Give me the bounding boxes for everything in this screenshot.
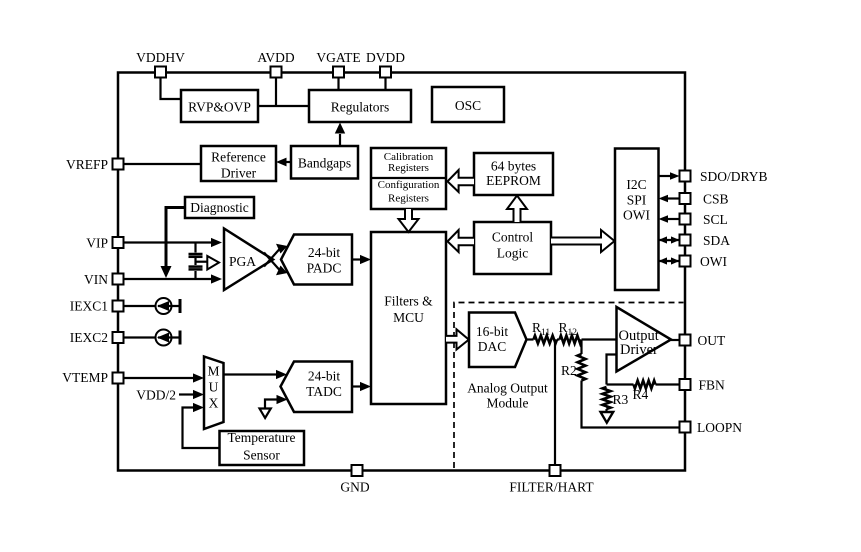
svg-text:Registers: Registers xyxy=(388,193,429,205)
svg-text:Reference: Reference xyxy=(211,150,266,165)
svg-text:SCL: SCL xyxy=(703,212,728,227)
svg-text:VIP: VIP xyxy=(86,236,108,251)
svg-text:OSC: OSC xyxy=(455,98,481,113)
svg-text:OWI: OWI xyxy=(623,208,650,223)
svg-text:24-bit: 24-bit xyxy=(308,245,340,260)
svg-text:R3: R3 xyxy=(613,392,629,407)
svg-text:RVP&OVP: RVP&OVP xyxy=(188,100,251,115)
svg-text:SPI: SPI xyxy=(627,193,647,208)
svg-text:SDA: SDA xyxy=(703,233,730,248)
svg-text:IEXC2: IEXC2 xyxy=(70,330,108,345)
svg-text:TADC: TADC xyxy=(306,384,342,399)
svg-text:SDO/DRYB: SDO/DRYB xyxy=(700,169,768,184)
svg-text:VIN: VIN xyxy=(84,272,108,287)
svg-text:IEXC1: IEXC1 xyxy=(70,299,108,314)
svg-text:DAC: DAC xyxy=(478,339,507,354)
svg-text:U: U xyxy=(209,380,219,395)
svg-text:Module: Module xyxy=(487,396,529,411)
svg-text:R4: R4 xyxy=(633,387,649,402)
svg-text:Analog Output: Analog Output xyxy=(467,381,548,396)
svg-text:PADC: PADC xyxy=(307,261,342,276)
svg-text:VDDHV: VDDHV xyxy=(136,50,185,65)
svg-text:LOOPN: LOOPN xyxy=(697,420,742,435)
svg-text:Filters &: Filters & xyxy=(384,294,433,309)
svg-text:GND: GND xyxy=(340,480,369,495)
svg-text:Output: Output xyxy=(619,328,659,344)
svg-text:EEPROM: EEPROM xyxy=(486,173,541,188)
svg-text:Bandgaps: Bandgaps xyxy=(298,156,351,171)
svg-text:VREFP: VREFP xyxy=(66,157,108,172)
svg-text:PGA: PGA xyxy=(229,254,256,269)
svg-text:64 bytes: 64 bytes xyxy=(491,159,536,174)
svg-text:OWI: OWI xyxy=(700,254,727,269)
svg-text:OUT: OUT xyxy=(698,333,726,348)
svg-text:Driver: Driver xyxy=(221,166,257,181)
svg-text:Sensor: Sensor xyxy=(243,448,280,463)
svg-text:X: X xyxy=(209,396,219,411)
svg-text:Configuration: Configuration xyxy=(378,179,440,191)
svg-text:Calibration: Calibration xyxy=(384,151,434,163)
svg-text:AVDD: AVDD xyxy=(257,50,295,65)
svg-text:Registers: Registers xyxy=(388,162,429,174)
svg-text:Control: Control xyxy=(492,230,534,245)
svg-text:MCU: MCU xyxy=(393,310,424,325)
svg-text:M: M xyxy=(207,364,219,379)
svg-text:I2C: I2C xyxy=(626,177,646,192)
svg-text:VGATE: VGATE xyxy=(316,50,360,65)
svg-text:VTEMP: VTEMP xyxy=(62,370,108,385)
svg-text:CSB: CSB xyxy=(703,192,729,207)
svg-text:Temperature: Temperature xyxy=(227,430,295,445)
svg-text:VDD/2: VDD/2 xyxy=(136,388,176,403)
svg-text:FILTER/HART: FILTER/HART xyxy=(509,480,594,495)
svg-text:Regulators: Regulators xyxy=(331,100,390,115)
svg-text:Driver: Driver xyxy=(620,342,658,358)
svg-text:24-bit: 24-bit xyxy=(308,369,340,384)
svg-text:R2: R2 xyxy=(561,363,577,378)
svg-text:DVDD: DVDD xyxy=(366,50,405,65)
svg-text:16-bit: 16-bit xyxy=(476,324,508,339)
svg-text:Diagnostic: Diagnostic xyxy=(190,200,249,215)
svg-text:FBN: FBN xyxy=(699,378,726,393)
svg-text:Logic: Logic xyxy=(497,246,529,261)
